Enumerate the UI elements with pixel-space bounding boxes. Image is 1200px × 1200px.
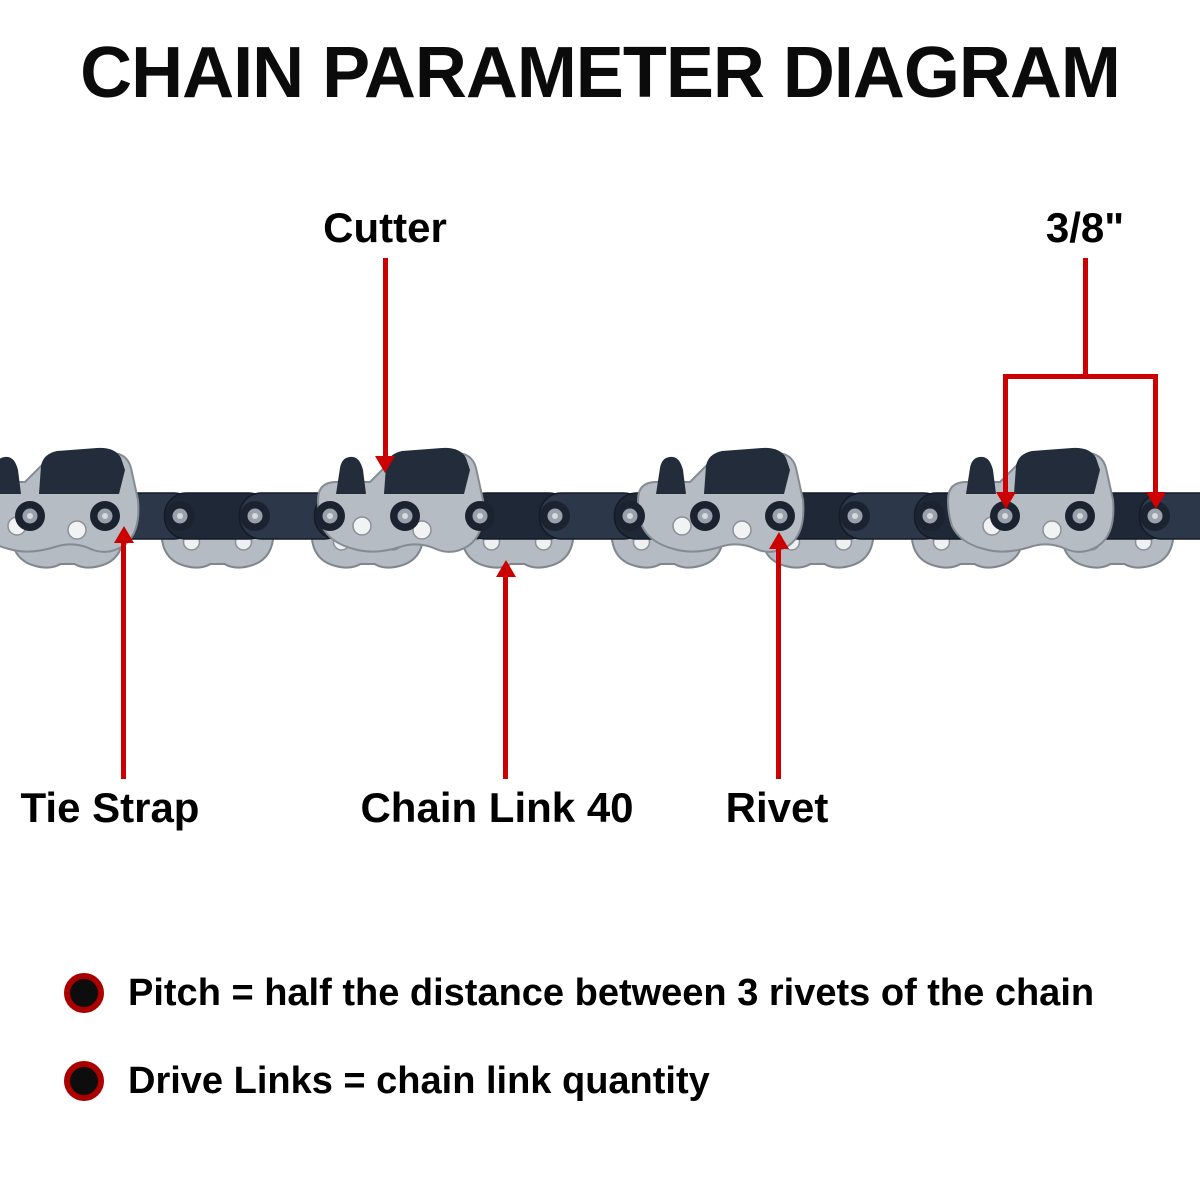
tie-strap-pointer-line [121,541,126,779]
rivet-shape [390,501,420,531]
cutter-shape [947,446,1115,553]
rivet-shape [540,501,570,531]
label-pitch-measure: 3/8" [1045,204,1125,251]
rivet-shape [765,501,795,531]
note-drive-links-text: Drive Links = chain link quantity [128,1060,710,1102]
note-pitch: Pitch = half the distance between 3 rive… [64,970,1094,1016]
chainsaw-chain-illustration [0,446,1200,569]
tie-strap-arrowhead-icon [114,526,134,543]
rivet-shape [615,501,645,531]
bullet-icon [64,973,104,1013]
pitch-left-arrowhead-icon [996,492,1016,509]
chain-link-pointer-line [503,575,508,779]
note-drive-links: Drive Links = chain link quantity [64,1058,710,1104]
label-cutter: Cutter [323,204,447,251]
bullet-icon [64,1061,104,1101]
label-tie-strap: Tie Strap [20,784,200,831]
pitch-bracket-bar [1003,374,1158,379]
rivet-shape [315,501,345,531]
note-pitch-text: Pitch = half the distance between 3 rive… [128,972,1095,1014]
pitch-right-arrowhead-icon [1146,492,1166,509]
label-chain-link: Chain Link 40 [360,784,634,831]
rivet-shape [165,501,195,531]
cutter-arrowhead-icon [375,456,395,473]
rivet-shape [240,501,270,531]
rivet-pointer-line [776,547,781,779]
rivet-shape [915,501,945,531]
pitch-bracket-right-line [1153,374,1158,494]
rivet-shape [690,501,720,531]
rivet-arrowhead-icon [769,532,789,549]
rivet-shape [465,501,495,531]
cutter-pointer-line [383,258,388,458]
rivet-shape [15,501,45,531]
page-title: CHAIN PARAMETER DIAGRAM [80,33,1121,113]
chain-link-arrowhead-icon [496,560,516,577]
pitch-bracket-left-line [1003,374,1008,494]
label-rivet: Rivet [725,784,829,831]
cutter-shape [317,446,485,553]
rivet-shape [1065,501,1095,531]
rivet-shape [840,501,870,531]
pitch-bracket-stem [1083,258,1088,378]
